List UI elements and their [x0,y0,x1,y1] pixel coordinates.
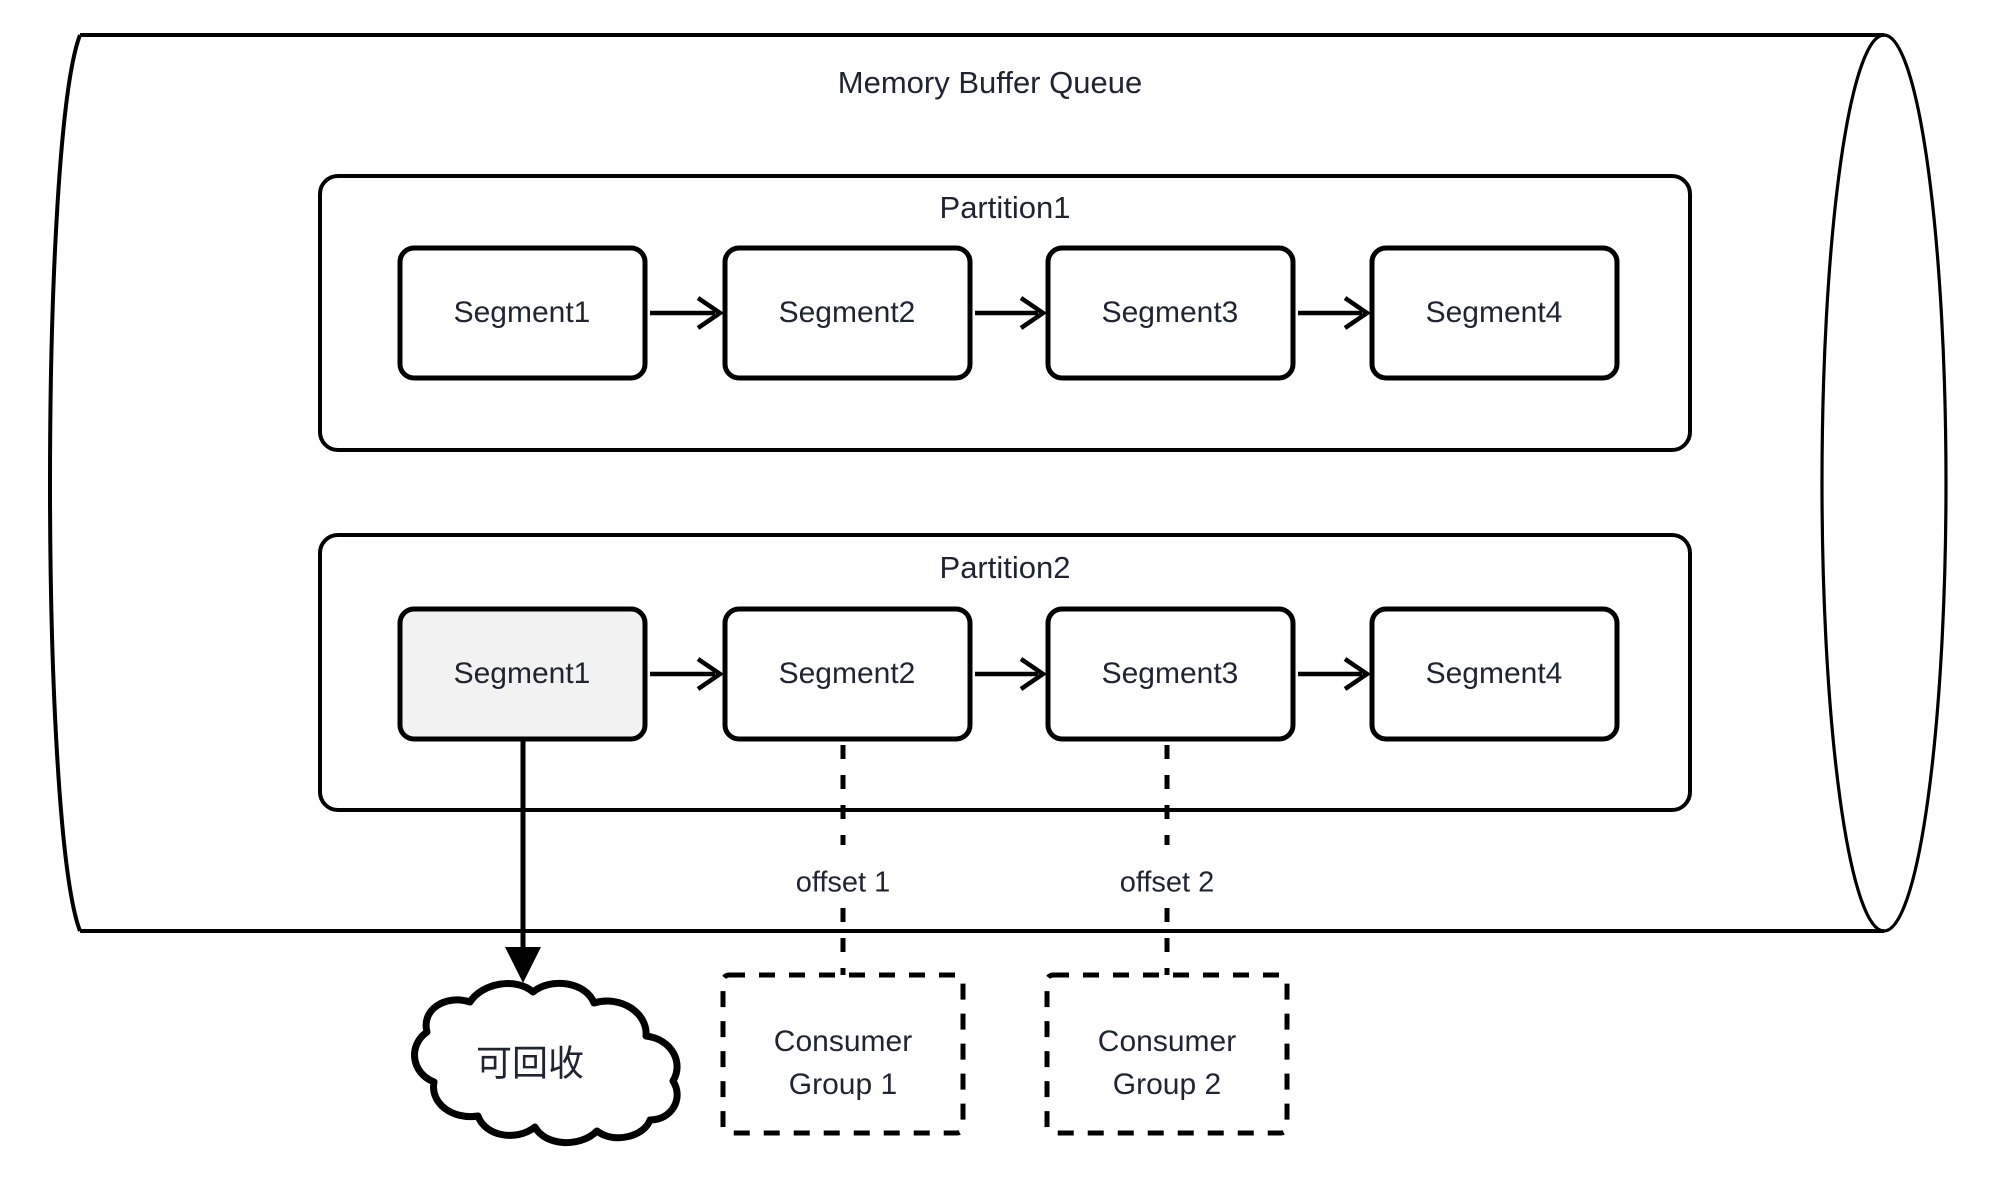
partition-1-segment-1-label: Segment1 [454,296,591,329]
recycle-cloud-label: 可回收 [476,1043,584,1084]
offset-2-connector-group: offset 2 [1120,745,1215,975]
partition-1-arrow-1 [650,296,724,330]
partition-2-group[interactable]: Partition2 Segment1 Segment2 Segment3 Se… [318,533,1692,812]
recycle-cloud-shape[interactable] [411,979,681,1147]
partition-2-segment-4-label: Segment4 [1426,657,1563,690]
offset-1-connector-group: offset 1 [796,745,891,975]
consumer-group-1-box[interactable] [720,972,966,1136]
cylinder-right-cap [1820,33,1948,933]
recycle-connector [505,739,541,983]
partition-2-segment-3-label: Segment3 [1102,657,1239,690]
partition-2-arrow-3 [1298,657,1371,691]
consumer-group-2-label-line1: Consumer [1098,1025,1236,1058]
partition-2-segment-3-box[interactable] [1045,606,1296,742]
consumer-group-1[interactable]: Consumer Group 1 [720,972,966,1136]
partition-1-arrow-3 [1298,296,1371,330]
partition-1-segment-4-label: Segment4 [1426,296,1563,329]
partition-2-arrow-2 [975,657,1047,691]
memory-buffer-queue-cylinder [48,33,1948,933]
recycle-cloud-group[interactable]: 可回收 [411,979,681,1147]
partition-1-segment-3-label: Segment3 [1102,296,1239,329]
partition-1-segment-1-box[interactable] [397,245,648,381]
consumer-group-2[interactable]: Consumer Group 2 [1044,972,1290,1136]
partition-1-segment-3-box[interactable] [1045,245,1296,381]
offset-1-label: offset 1 [796,867,891,899]
partition-2-segment-2-label: Segment2 [779,657,916,690]
partition-2-segment-4-box[interactable] [1369,606,1620,742]
partition-2-arrow-1 [650,657,724,691]
consumer-group-2-box[interactable] [1044,972,1290,1136]
partition-1-segment-2-box[interactable] [722,245,973,381]
cylinder-left-cap [48,34,82,932]
consumer-group-1-label-line2: Group 1 [789,1068,897,1101]
partition-1-arrow-2 [975,296,1047,330]
partition-2-segment-1-label: Segment1 [454,657,591,690]
partition-1-box[interactable] [318,174,1692,452]
partition-2-label: Partition2 [940,550,1071,585]
partition-1-label: Partition1 [940,190,1071,225]
partition-1-group[interactable]: Partition1 Segment1 Segment2 Segment3 Se… [318,174,1692,452]
consumer-group-1-label-line1: Consumer [774,1025,912,1058]
partition-2-box[interactable] [318,533,1692,812]
consumer-group-2-label-line2: Group 2 [1113,1068,1221,1101]
recycle-arrow-head [505,947,541,983]
offset-2-label: offset 2 [1120,867,1215,899]
partition-2-segment-2-box[interactable] [722,606,973,742]
page-title: Memory Buffer Queue [838,65,1142,100]
partition-1-segment-2-label: Segment2 [779,296,916,329]
partition-1-segment-4-box[interactable] [1369,245,1620,381]
